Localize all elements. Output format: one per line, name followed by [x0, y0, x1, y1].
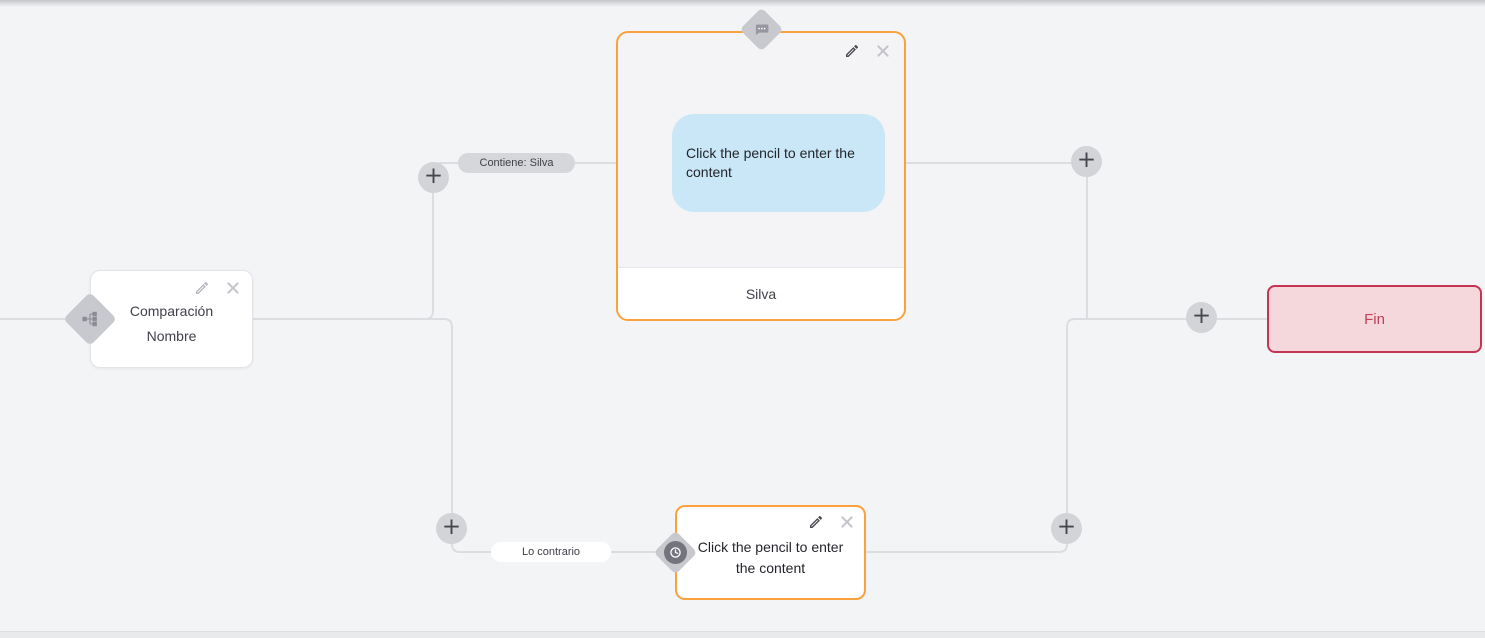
chat-icon: [754, 22, 769, 37]
add-button-message-out[interactable]: +: [1071, 146, 1102, 177]
message-bubble: Click the pencil to enter the content: [672, 114, 885, 212]
chat-diamond: [739, 7, 784, 52]
edge-opposite-branch: [253, 318, 656, 553]
message-node[interactable]: Click the pencil to enter the content Si…: [616, 31, 906, 321]
clock-node[interactable]: Click the pencil to enter the content: [675, 505, 866, 600]
edit-icon[interactable]: [843, 42, 861, 60]
edge-label-contains-text: Contiene: Silva: [479, 157, 554, 169]
message-footer-label: Silva: [745, 285, 777, 302]
edit-icon[interactable]: [807, 513, 825, 531]
clock-node-placeholder: Click the pencil to enter the content: [697, 539, 844, 576]
edit-icon[interactable]: [193, 279, 211, 297]
branch-icon: [82, 311, 98, 327]
close-icon[interactable]: [838, 513, 856, 531]
branch-diamond: [63, 292, 117, 346]
edge-message-out: [906, 162, 1088, 319]
clock-icon: [664, 541, 687, 564]
end-node-label: Fin: [1364, 310, 1385, 328]
top-shadow: [0, 0, 1485, 7]
end-node[interactable]: Fin: [1267, 285, 1482, 353]
bottom-bar: [0, 631, 1485, 638]
add-button-opposite-branch[interactable]: +: [436, 513, 467, 544]
close-icon[interactable]: [874, 42, 892, 60]
close-icon[interactable]: [224, 279, 242, 297]
comparison-node-subtitle: Nombre: [146, 328, 197, 344]
add-button-end-in[interactable]: +: [1186, 302, 1217, 333]
edge-into-end: [866, 318, 1267, 553]
edge-label-opposite-text: Lo contrario: [521, 546, 581, 558]
add-button-contains-branch[interactable]: +: [418, 162, 449, 193]
add-button-clock-out[interactable]: +: [1051, 513, 1082, 544]
edge-label-contains: Contiene: Silva: [458, 153, 575, 173]
clock-diamond: [653, 530, 698, 575]
message-footer: Silva: [618, 267, 904, 319]
comparison-node-title: Comparación: [129, 303, 214, 319]
message-bubble-text: Click the pencil to enter the content: [686, 145, 855, 180]
edge-label-opposite: Lo contrario: [491, 542, 611, 562]
